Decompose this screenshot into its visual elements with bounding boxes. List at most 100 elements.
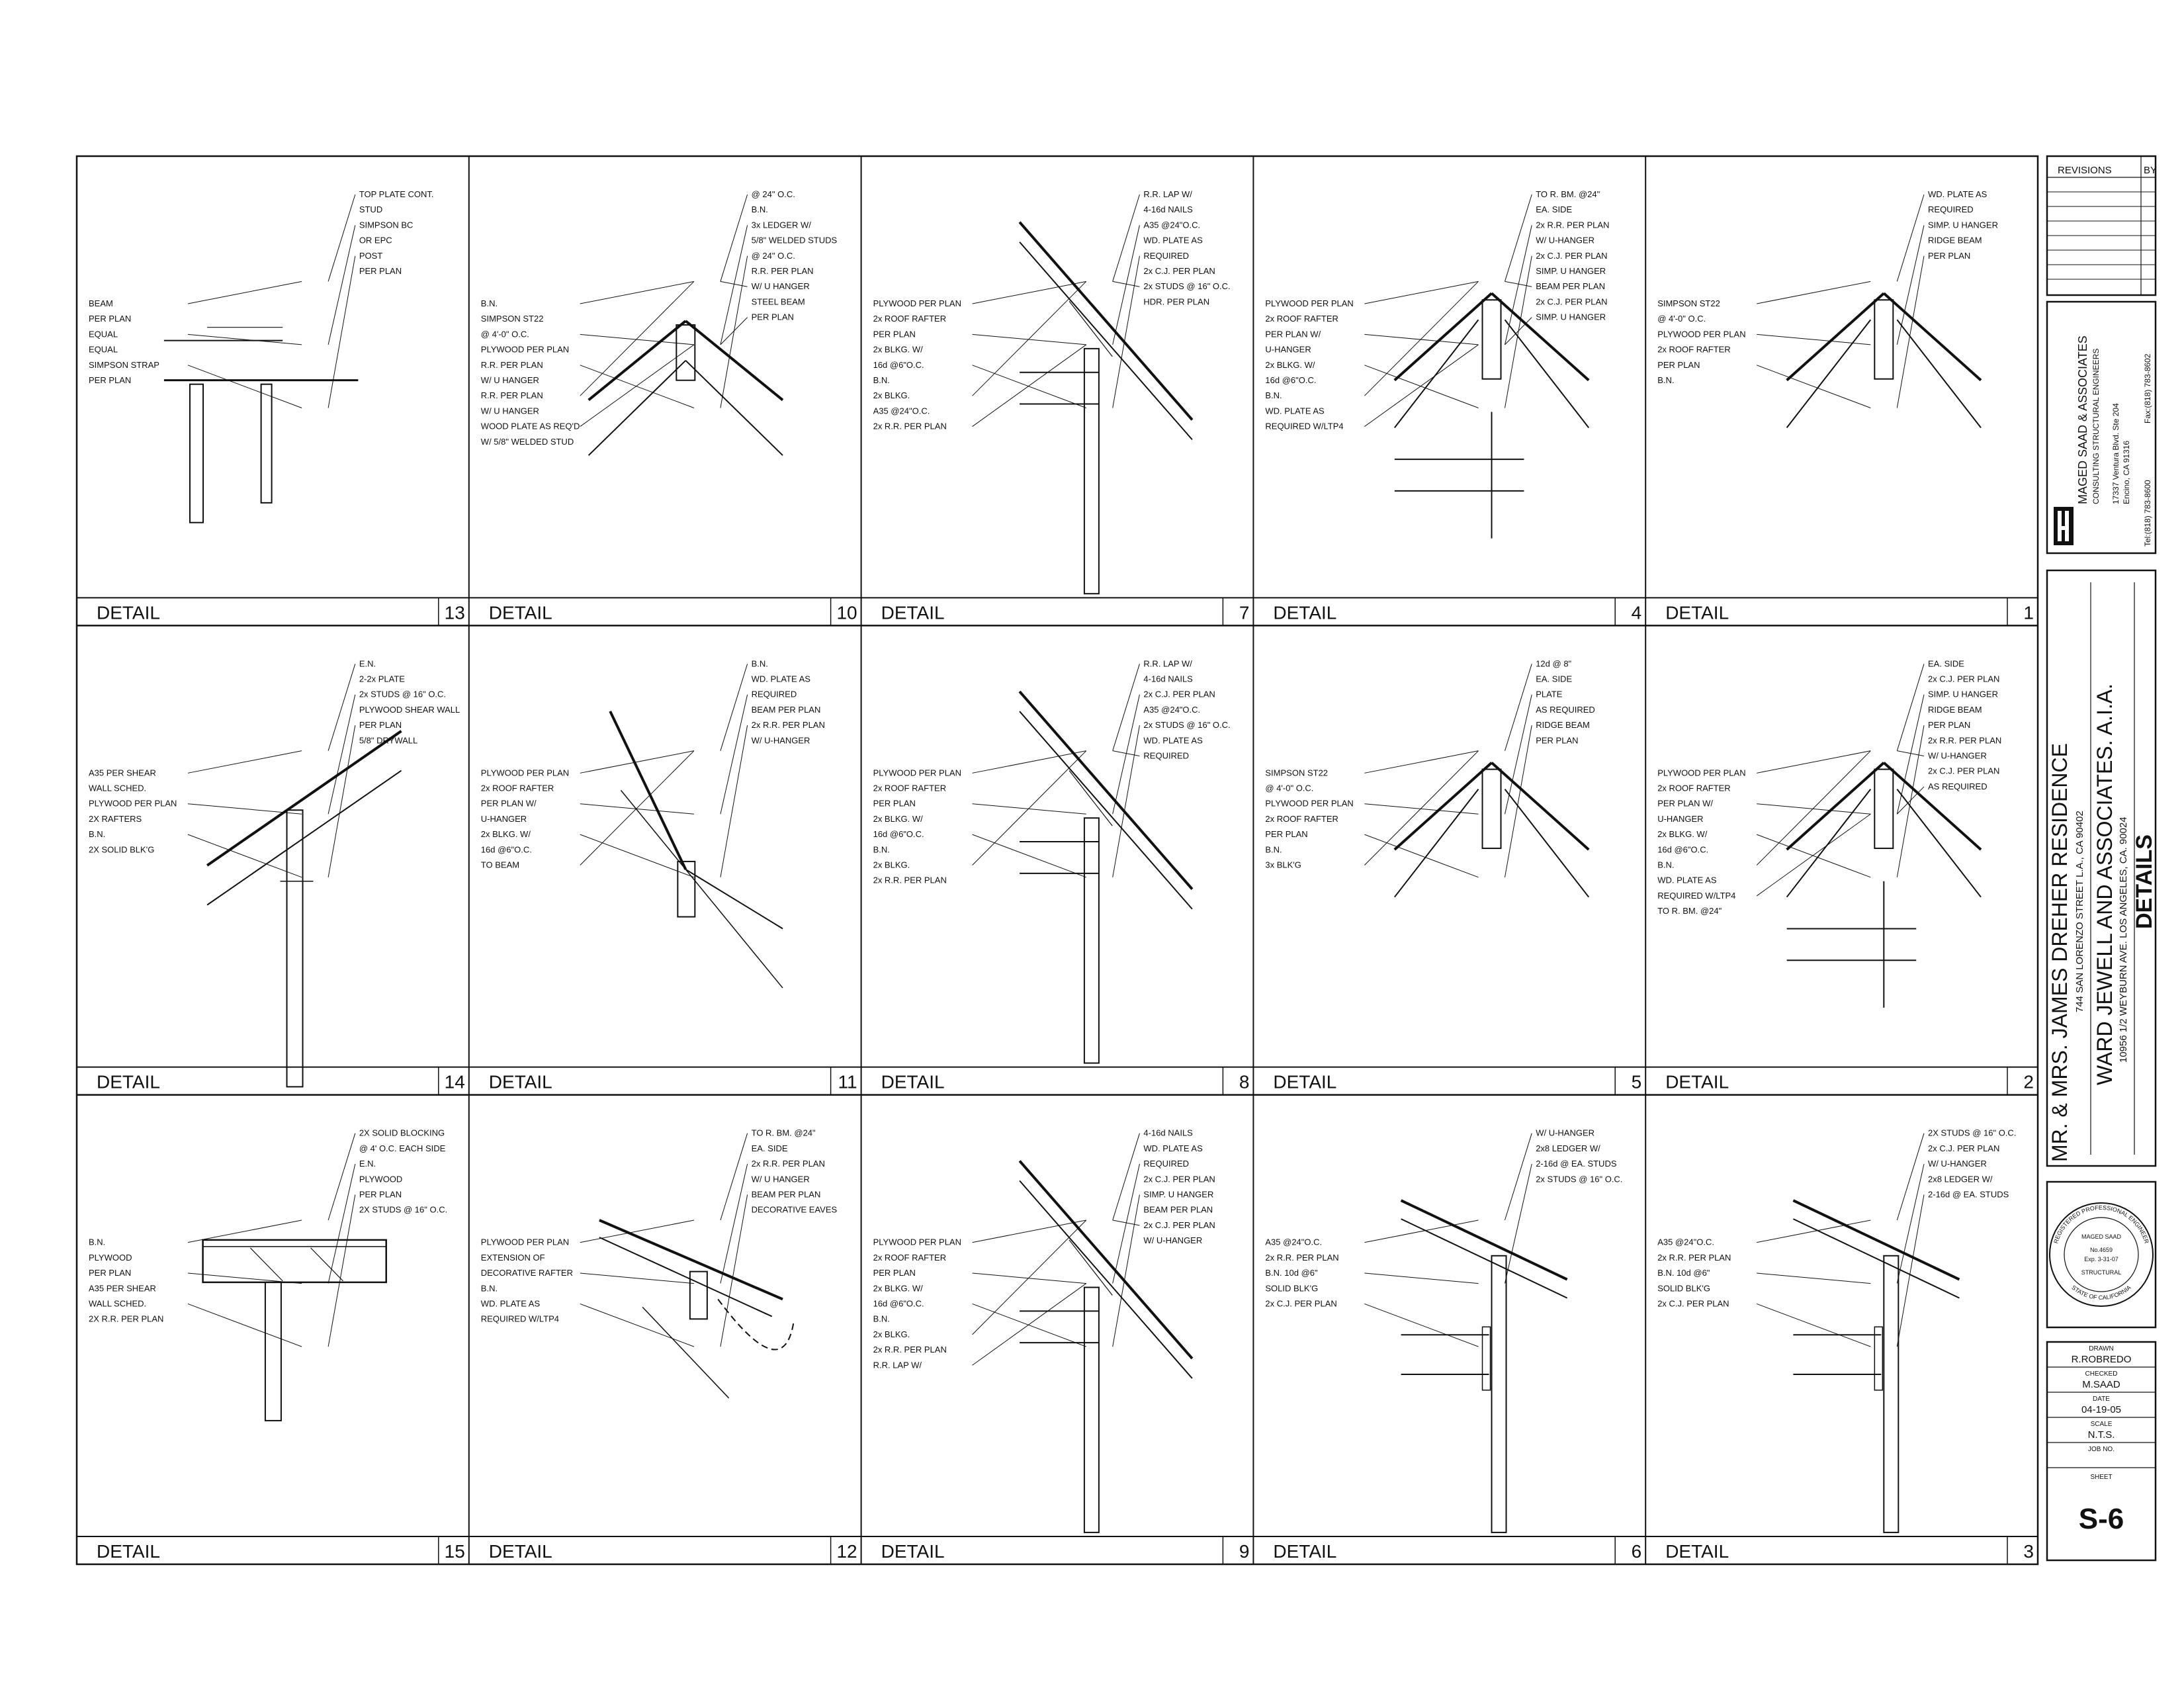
- detail-note: W/ U-HANGER: [1928, 751, 1987, 761]
- detail-note: TO R. BM. @24": [752, 1128, 816, 1138]
- detail-note: SIMPSON STRAP: [89, 360, 159, 370]
- detail-note: W/ U-HANGER: [1143, 1235, 1202, 1245]
- note-leader: [1896, 194, 1925, 282]
- detail-note: 2x BLKG.: [873, 390, 910, 400]
- sheet-number: S-6: [2079, 1503, 2124, 1535]
- detail-note: WD. PLATE AS: [1657, 875, 1717, 885]
- detail-note: TOP PLATE CONT.: [359, 189, 434, 199]
- note-leader: [1112, 1163, 1140, 1284]
- detail-note: PLYWOOD PER PLAN: [873, 768, 961, 777]
- detail-note: E.N.: [359, 658, 376, 668]
- field-label: DRAWN: [2089, 1345, 2113, 1353]
- note-leader: [1364, 750, 1479, 774]
- detail-note: PER PLAN: [1657, 360, 1700, 370]
- detail-note: 2X R.R. PER PLAN: [89, 1314, 163, 1324]
- note-leader: [580, 803, 694, 815]
- note-leader: [1112, 1133, 1140, 1221]
- detail-note: PLYWOOD PER PLAN: [873, 298, 961, 308]
- detail-number: 14: [445, 1072, 465, 1092]
- detail-note: B.N. 10d @6": [1265, 1268, 1318, 1278]
- note-leader: [1364, 281, 1479, 304]
- detail-note: 2x ROOF RAFTER: [873, 314, 947, 324]
- note-leader: [1505, 1133, 1532, 1221]
- detail-note: BEAM PER PLAN: [1143, 1205, 1213, 1215]
- detail-note: 16d @6"O.C.: [873, 829, 924, 839]
- note-leader: [720, 1194, 748, 1347]
- detail-note: B.N.: [752, 658, 768, 668]
- note-leader: [580, 750, 695, 866]
- detail-note: PER PLAN: [873, 329, 916, 339]
- note-leader: [1505, 317, 1532, 345]
- detail-note: R.R. PER PLAN: [481, 390, 543, 400]
- detail-note: U-HANGER: [1265, 345, 1311, 355]
- detail-note: SIMP. U HANGER: [1536, 266, 1606, 276]
- note-leader: [1757, 834, 1871, 878]
- detail-note: 2x ROOF RAFTER: [1657, 783, 1731, 793]
- detail-note: PER PLAN: [1265, 829, 1307, 839]
- detail-note: PLYWOOD PER PLAN: [1265, 298, 1353, 308]
- detail-note: PLYWOOD: [89, 1253, 132, 1263]
- note-leader: [720, 694, 748, 815]
- detail-note: A35 PER SHEAR: [89, 1283, 156, 1293]
- detail-note: 2x C.J. PER PLAN: [1928, 674, 1999, 684]
- detail-note: 2x R.R. PER PLAN: [1657, 1253, 1731, 1263]
- detail-title: DETAIL: [1273, 1541, 1336, 1562]
- detail-note: BEAM PER PLAN: [752, 705, 821, 715]
- detail-title: DETAIL: [1273, 602, 1336, 623]
- engineer-address-2: Encino, CA 91316: [2122, 441, 2131, 504]
- detail-number: 7: [1239, 602, 1250, 623]
- note-leader: [720, 664, 748, 751]
- detail-note: PLYWOOD PER PLAN: [481, 1237, 569, 1247]
- detail-note: A35 @24"O.C.: [1265, 1237, 1322, 1247]
- note-leader: [1757, 750, 1871, 774]
- detail-note: 5/8" DRYWALL: [359, 735, 417, 745]
- note-leader: [972, 1220, 1087, 1335]
- detail-note: A35 PER SHEAR: [89, 768, 156, 777]
- detail-title: DETAIL: [97, 1072, 160, 1092]
- detail-note: B.N.: [873, 844, 890, 854]
- seal-name: MAGED SAAD: [2081, 1233, 2122, 1240]
- detail-note: 2x ROOF RAFTER: [873, 1253, 947, 1263]
- detail-note: PLYWOOD PER PLAN: [481, 345, 569, 355]
- detail-note: R.R. LAP W/: [873, 1360, 922, 1370]
- note-leader: [1364, 834, 1479, 878]
- note-leader: [1757, 803, 1871, 815]
- note-leader: [580, 333, 694, 345]
- detail-note: 2x STUDS @ 16" O.C.: [1143, 720, 1230, 730]
- detail-note: RIDGE BEAM: [1928, 236, 1982, 245]
- client-name: MR. & MRS. JAMES DREHER RESIDENCE: [2048, 743, 2072, 1162]
- note-leader: [1896, 1194, 1925, 1347]
- note-leader: [580, 1220, 695, 1243]
- note-leader: [972, 1272, 1086, 1284]
- note-leader: [1364, 803, 1479, 815]
- detail-note: WALL SCHED.: [89, 1298, 146, 1308]
- detail-note: 4-16d NAILS: [1143, 204, 1193, 214]
- detail-note: WD. PLATE AS: [1143, 735, 1203, 745]
- detail-note: 2x R.R. PER PLAN: [1265, 1253, 1338, 1263]
- note-leader: [1505, 725, 1532, 877]
- detail-note: 2x ROOF RAFTER: [873, 783, 947, 793]
- detail-note: REQUIRED W/LTP4: [1265, 422, 1343, 431]
- detail-note: EA. SIDE: [1536, 674, 1572, 684]
- detail-note: PER PLAN: [359, 1189, 402, 1199]
- note-leader: [972, 344, 1087, 427]
- detail-note: EXTENSION OF: [481, 1253, 545, 1263]
- detail-note: PER PLAN W/: [1657, 799, 1713, 809]
- note-leader: [187, 365, 302, 408]
- note-leader: [1112, 725, 1140, 877]
- detail-note: PLYWOOD PER PLAN: [1657, 768, 1745, 777]
- note-leader: [1364, 1272, 1479, 1284]
- detail-note: 2x C.J. PER PLAN: [1928, 1143, 1999, 1153]
- note-leader: [1505, 281, 1532, 287]
- note-leader: [1896, 786, 1925, 815]
- detail-grid-border: [75, 155, 2039, 1566]
- detail-note: @ 24" O.C.: [752, 251, 795, 261]
- detail-note: PLYWOOD SHEAR WALL: [359, 705, 460, 715]
- note-leader: [580, 344, 695, 427]
- detail-number: 9: [1239, 1541, 1250, 1562]
